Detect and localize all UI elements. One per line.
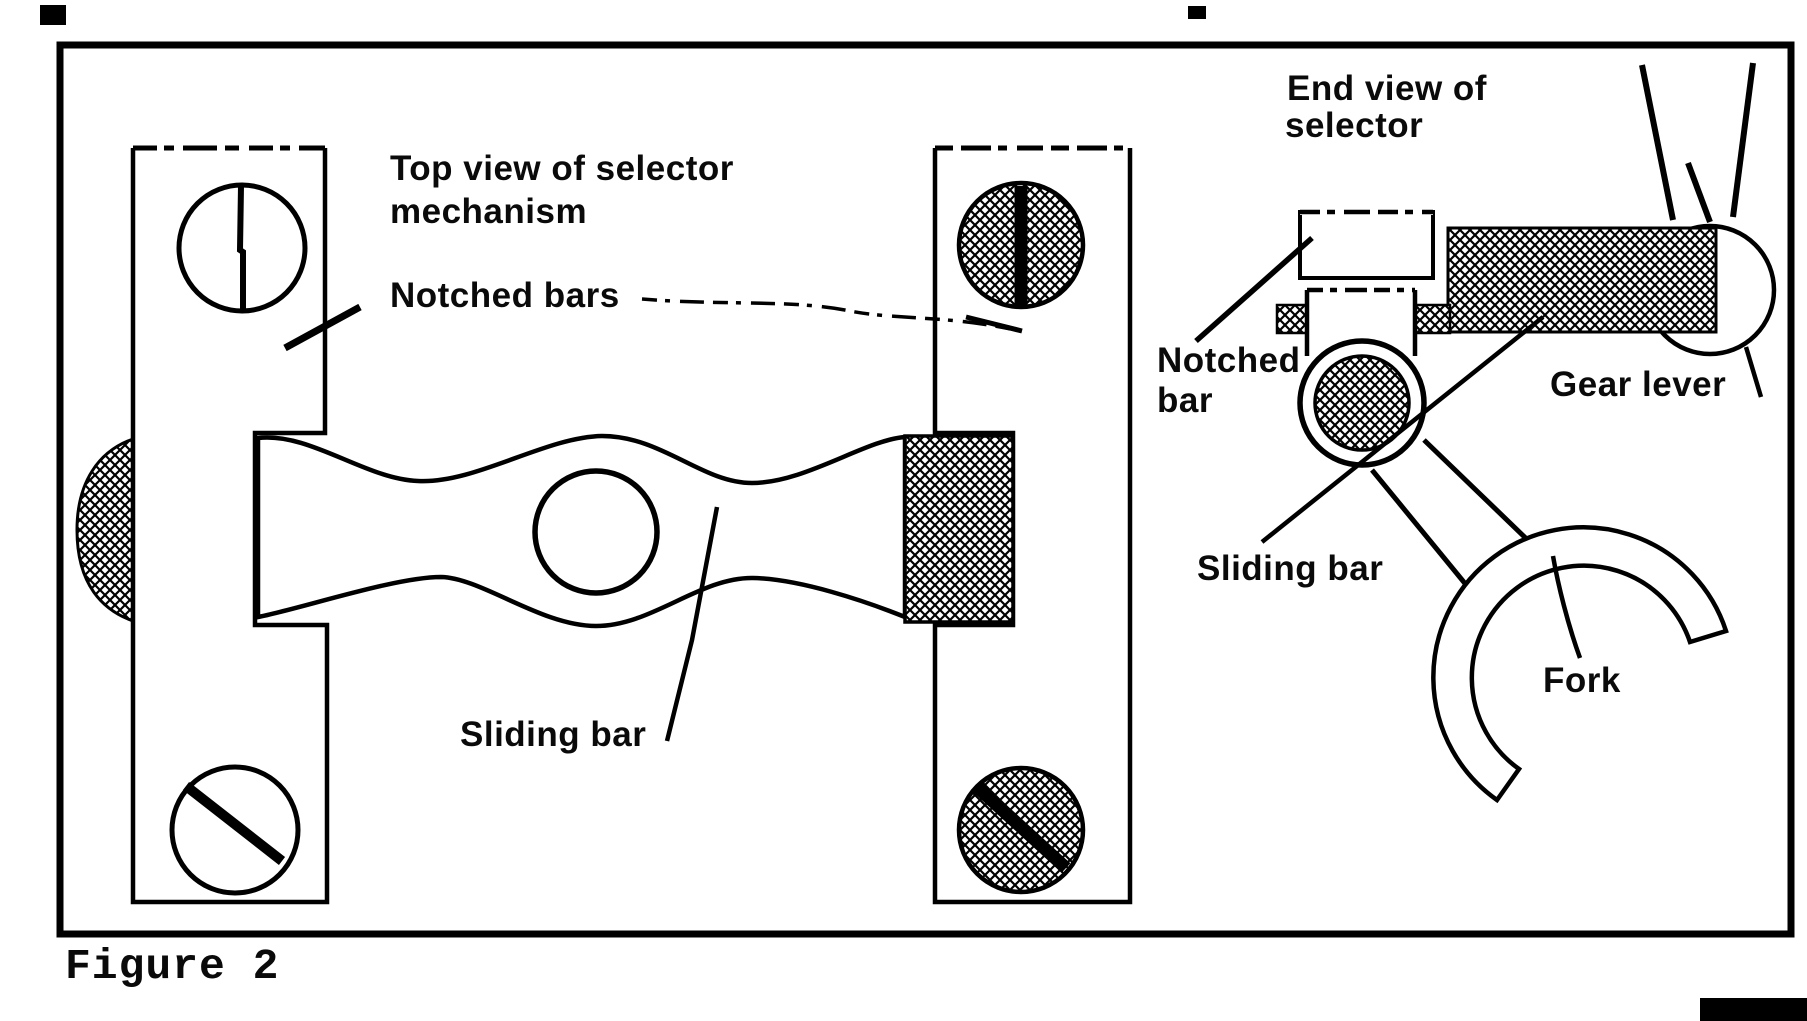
screw-head-bottom-left (169, 764, 301, 896)
top-view-title-line1: Top view of selector (390, 149, 734, 188)
end-view-title-line2: selector (1285, 106, 1423, 145)
scan-artifact (40, 5, 66, 25)
end-view-title-line1: End view of (1287, 69, 1487, 108)
top-view-group: Top view of selector mechanism Notched b… (75, 145, 1133, 905)
sliding-bar-centre-hole (532, 468, 660, 596)
notched-bar-end-label-line2: bar (1157, 381, 1213, 420)
sliding-bar-end-block (903, 434, 1015, 624)
scan-artifact (1700, 998, 1807, 1021)
notched-bars-leader-tick (283, 303, 362, 352)
scan-artifact (1188, 6, 1206, 19)
figure-caption: Figure 2 (65, 942, 279, 991)
notched-bar-end-leader (1194, 235, 1314, 344)
gear-lever-shaft (1639, 62, 1764, 398)
left-bar-detent-bulge (75, 435, 138, 625)
right-notched-bar (932, 148, 1133, 905)
screw-head-bottom-right (956, 765, 1086, 895)
fork-arm (1370, 438, 1539, 594)
sliding-bar-label-end-view: Sliding bar (1197, 549, 1383, 588)
gear-lever-label: Gear lever (1550, 365, 1726, 404)
end-view-group: End view of selector Notched bar Gear le… (1157, 62, 1777, 804)
left-notched-bar (130, 148, 330, 905)
screw-head-top-left (176, 182, 308, 314)
sliding-bar-end-leader (1260, 315, 1545, 544)
fork-leader (1550, 555, 1583, 659)
gear-lever-bar (1446, 226, 1718, 334)
notched-bars-label: Notched bars (390, 276, 620, 315)
sliding-bar-label-top-view: Sliding bar (460, 715, 646, 754)
notched-bar-end-label-line1: Notched (1157, 341, 1301, 380)
notched-bars-leader-end (965, 314, 1023, 334)
fork-ring (1431, 525, 1729, 804)
notched-bar-end-view (1298, 210, 1435, 280)
sliding-bar-leader-top-view (664, 506, 720, 742)
top-view-title-line2: mechanism (390, 192, 587, 231)
notched-bars-leader-line (641, 297, 1021, 333)
fork-label: Fork (1543, 661, 1621, 700)
screw-head-top-right (956, 180, 1086, 310)
sliding-bar-end-core (1313, 354, 1411, 452)
